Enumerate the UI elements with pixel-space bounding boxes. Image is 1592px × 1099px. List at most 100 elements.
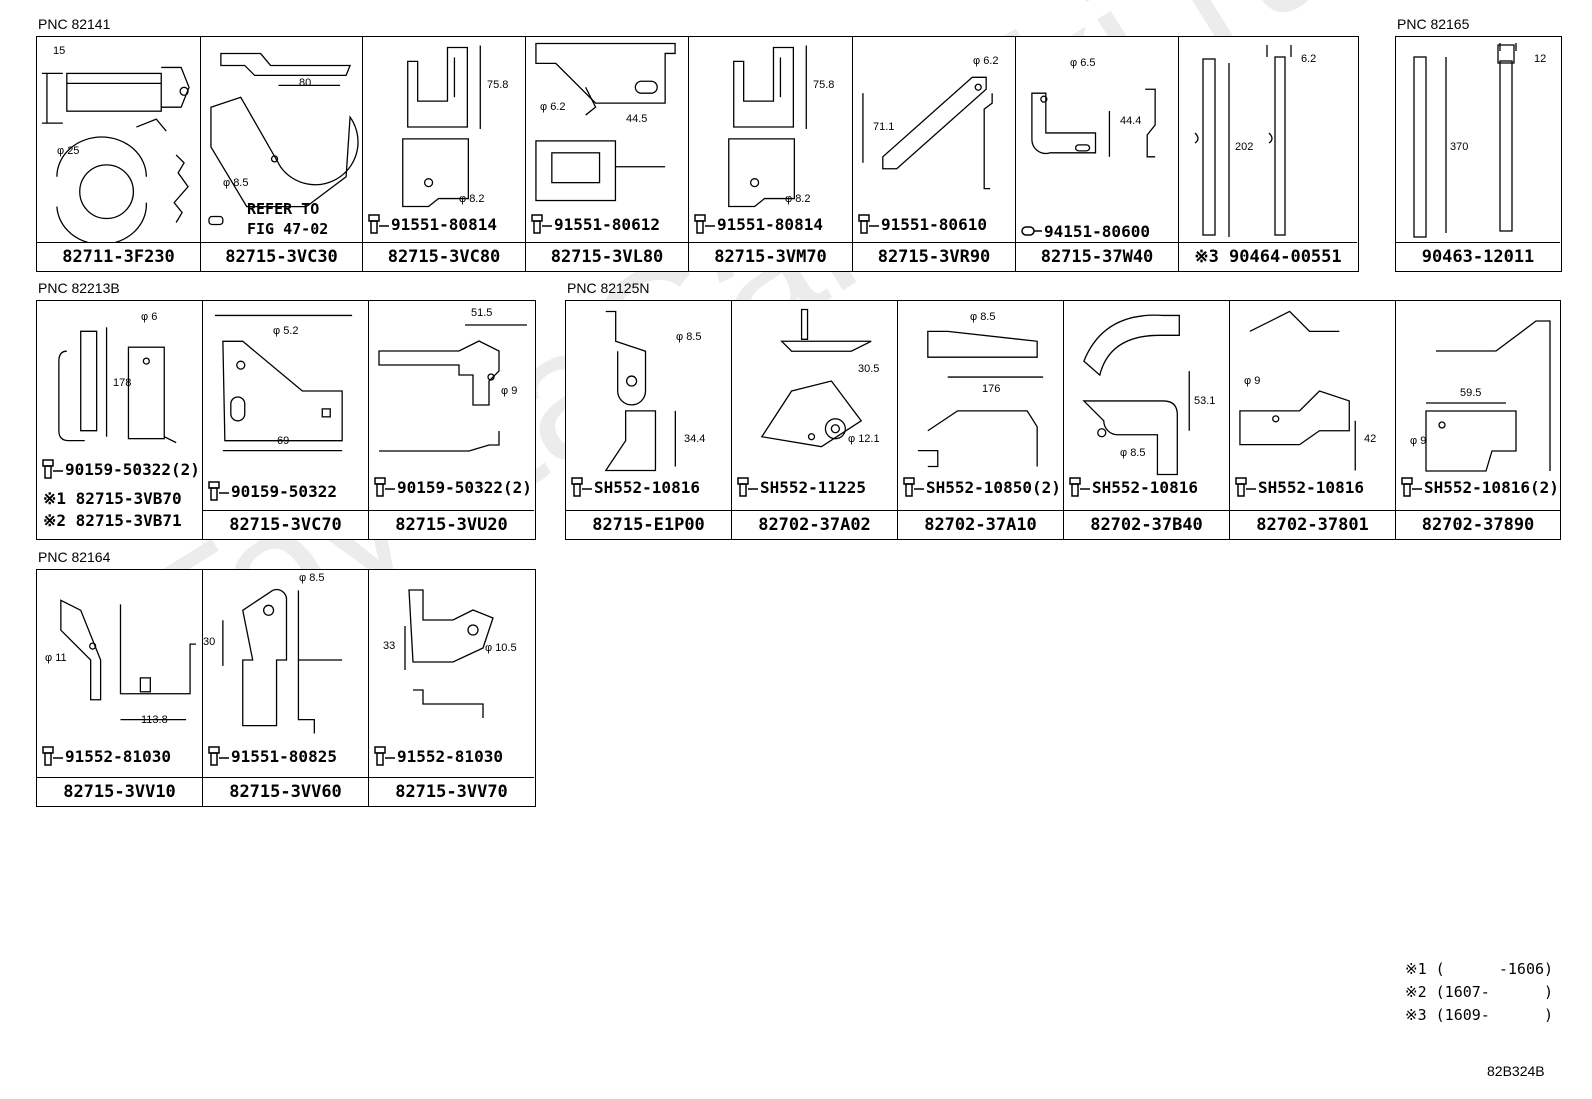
part-number[interactable]: 82702-37890 bbox=[1396, 510, 1560, 539]
dimension-label: φ 8.5 bbox=[1120, 447, 1146, 459]
part-cell[interactable]: 80 φ 8.5 REFER TO FIG 47-02 82715-3VC30 bbox=[201, 37, 363, 271]
dimension-label: φ 8.5 bbox=[970, 311, 996, 323]
part-drawing: 30.5 φ 12.1 bbox=[732, 301, 897, 477]
bolt-number[interactable]: 90159-50322(2) bbox=[397, 477, 532, 497]
part-cell[interactable]: 75.8 φ 8.2 91551-80814 82715-3VC80 bbox=[363, 37, 526, 271]
bolt-callout: SH552-10816(2) bbox=[1400, 477, 1559, 497]
bolt-number[interactable]: 91551-80612 bbox=[554, 214, 660, 234]
part-number[interactable]: 82702-37B40 bbox=[1064, 510, 1229, 539]
part-cell[interactable]: 33 φ 10.5 91552-81030 82715-3VV70 bbox=[369, 570, 534, 806]
part-number[interactable]: 82702-37801 bbox=[1230, 510, 1395, 539]
part-cell[interactable]: φ 11 113.8 91552-81030 82715-3VV10 bbox=[37, 570, 203, 806]
cable-tie-drawing bbox=[1194, 45, 1292, 237]
part-number[interactable]: 82715-E1P00 bbox=[566, 510, 731, 539]
part-number[interactable]: ※3 90464-00551 bbox=[1179, 242, 1357, 271]
bolt-callout: SH552-10816 bbox=[1068, 477, 1198, 497]
bracket-drawing bbox=[208, 52, 359, 226]
part-cell[interactable]: 75.8 φ 8.2 91551-80814 82715-3VM70 bbox=[689, 37, 853, 271]
part-cell[interactable]: 12 370 90463-12011 bbox=[1396, 37, 1560, 271]
part-number[interactable]: 82715-3VU20 bbox=[369, 510, 534, 539]
dimension-label: φ 8.5 bbox=[676, 331, 702, 343]
bolt-number[interactable]: SH552-10850(2) bbox=[926, 477, 1061, 497]
bolt-number[interactable]: 91551-80814 bbox=[717, 214, 823, 234]
part-cell[interactable]: φ 5.2 69 90159-50322 82715-3VC70 bbox=[203, 301, 369, 539]
part-cell[interactable]: 51.5 φ 9 90159-50322(2) 82715-3VU20 bbox=[369, 301, 534, 539]
grommet-icon bbox=[1021, 226, 1042, 236]
variant-note[interactable]: ※1 82715-3VB70 bbox=[43, 489, 182, 508]
part-number[interactable]: 82702-37A02 bbox=[732, 510, 897, 539]
dimension-label: φ 6.2 bbox=[540, 101, 566, 113]
part-drawing: 12 370 bbox=[1396, 37, 1560, 243]
bolt-number[interactable]: SH552-11225 bbox=[760, 477, 866, 497]
bolt-number[interactable]: 90159-50322 bbox=[231, 481, 337, 501]
bolt-number[interactable]: 91551-80825 bbox=[231, 746, 337, 766]
bolt-number[interactable]: 91551-80610 bbox=[881, 214, 987, 234]
part-number[interactable]: 82715-3VV70 bbox=[369, 777, 534, 806]
bolt-number[interactable]: 94151-80600 bbox=[1044, 221, 1150, 241]
part-cell[interactable]: φ 6.2 71.1 91551-80610 82715-3VR90 bbox=[853, 37, 1016, 271]
part-number[interactable]: 82711-3F230 bbox=[37, 242, 200, 271]
bolt-number[interactable]: 91552-81030 bbox=[65, 746, 171, 766]
bolt-number[interactable]: 91551-80814 bbox=[391, 214, 497, 234]
bolt-number[interactable]: SH552-10816 bbox=[594, 477, 700, 497]
dimension-label: 12 bbox=[1534, 53, 1547, 65]
bolt-number[interactable]: SH552-10816 bbox=[1258, 477, 1364, 497]
part-drawing: 53.1 φ 8.5 bbox=[1064, 301, 1229, 477]
part-number[interactable]: 82715-3VV10 bbox=[37, 777, 202, 806]
dimension-label: 370 bbox=[1450, 141, 1469, 153]
part-drawing: 33 φ 10.5 bbox=[369, 570, 534, 746]
dimension-label: φ 5.2 bbox=[273, 325, 299, 337]
dimension-label: 178 bbox=[113, 377, 132, 389]
dimension-label: 176 bbox=[982, 383, 1001, 395]
bolt-number[interactable]: SH552-10816(2) bbox=[1424, 477, 1559, 497]
part-number[interactable]: 82715-3VC30 bbox=[201, 242, 362, 271]
part-cell[interactable]: 59.5 φ 9 SH552-10816(2) 82702-37890 bbox=[1396, 301, 1560, 539]
bolt-number[interactable]: 91552-81030 bbox=[397, 746, 503, 766]
bolt-number[interactable]: SH552-10816 bbox=[1092, 477, 1198, 497]
variant-note[interactable]: ※2 82715-3VB71 bbox=[43, 511, 182, 530]
part-number[interactable]: 82702-37A10 bbox=[898, 510, 1063, 539]
part-number[interactable]: 90463-12011 bbox=[1396, 242, 1560, 271]
part-cell[interactable]: 53.1 φ 8.5 SH552-10816 82702-37B40 bbox=[1064, 301, 1230, 539]
bolt-icon bbox=[531, 214, 552, 234]
part-number[interactable]: 82715-3VC80 bbox=[363, 242, 525, 271]
part-cell[interactable]: 6.2 202 ※3 90464-00551 bbox=[1179, 37, 1357, 271]
part-number[interactable]: 82715-3VR90 bbox=[853, 242, 1015, 271]
dimension-label: φ 6.5 bbox=[1070, 57, 1096, 69]
group-pnc-82141: 15 φ 25 82711-3F230 80 φ 8.5 REFER TO FI… bbox=[36, 36, 1359, 272]
bolt-icon bbox=[374, 746, 395, 766]
bolt-icon bbox=[208, 481, 229, 501]
refer-line: FIG 47-02 bbox=[247, 220, 329, 238]
part-number[interactable]: 82715-3VL80 bbox=[526, 242, 688, 271]
bracket-drawing bbox=[1082, 314, 1190, 476]
part-cell[interactable]: 30.5 φ 12.1 SH552-11225 82702-37A02 bbox=[732, 301, 898, 539]
part-cell[interactable]: φ 6 178 90159-50322(2) ※1 82715-3VB70 ※2… bbox=[37, 301, 203, 539]
bolt-icon bbox=[737, 477, 758, 497]
bolt-icon bbox=[903, 477, 924, 497]
part-number[interactable]: 82715-3VM70 bbox=[689, 242, 852, 271]
part-number[interactable]: 82715-37W40 bbox=[1016, 242, 1178, 271]
dimension-label: φ 11 bbox=[45, 652, 67, 664]
part-cell[interactable]: φ 8.5 176 SH552-10850(2) 82702-37A10 bbox=[898, 301, 1064, 539]
bracket-drawing bbox=[58, 327, 177, 444]
part-cell[interactable]: φ 9 42 SH552-10816 82702-37801 bbox=[1230, 301, 1396, 539]
part-cell[interactable]: 15 φ 25 82711-3F230 bbox=[37, 37, 201, 271]
part-number[interactable]: 82715-3VC70 bbox=[203, 510, 368, 539]
part-drawing: φ 8.5 34.4 bbox=[566, 301, 731, 477]
group-pnc-82165: 12 370 90463-12011 bbox=[1395, 36, 1562, 272]
part-number[interactable]: 82715-3VV60 bbox=[203, 777, 368, 806]
bolt-number[interactable]: 90159-50322(2) bbox=[65, 459, 200, 479]
dimension-label: φ 8.2 bbox=[459, 193, 485, 205]
part-cell[interactable]: φ 6.5 44.4 94151-80600 82715-37W40 bbox=[1016, 37, 1179, 271]
bolt-callout: 90159-50322(2) bbox=[41, 459, 200, 479]
pnc-label-82141: PNC 82141 bbox=[38, 16, 111, 32]
bracket-drawing bbox=[917, 330, 1044, 468]
part-cell[interactable]: φ 8.5 34.4 SH552-10816 82715-E1P00 bbox=[566, 301, 732, 539]
dimension-label: 34.4 bbox=[684, 433, 706, 445]
dimension-label: 71.1 bbox=[873, 121, 895, 133]
dimension-label: 59.5 bbox=[1460, 387, 1482, 399]
bracket-drawing bbox=[1425, 320, 1551, 472]
bolt-callout: SH552-11225 bbox=[736, 477, 866, 497]
part-cell[interactable]: φ 6.2 44.5 91551-80612 82715-3VL80 bbox=[526, 37, 689, 271]
part-cell[interactable]: φ 8.5 30 91551-80825 82715-3VV60 bbox=[203, 570, 369, 806]
